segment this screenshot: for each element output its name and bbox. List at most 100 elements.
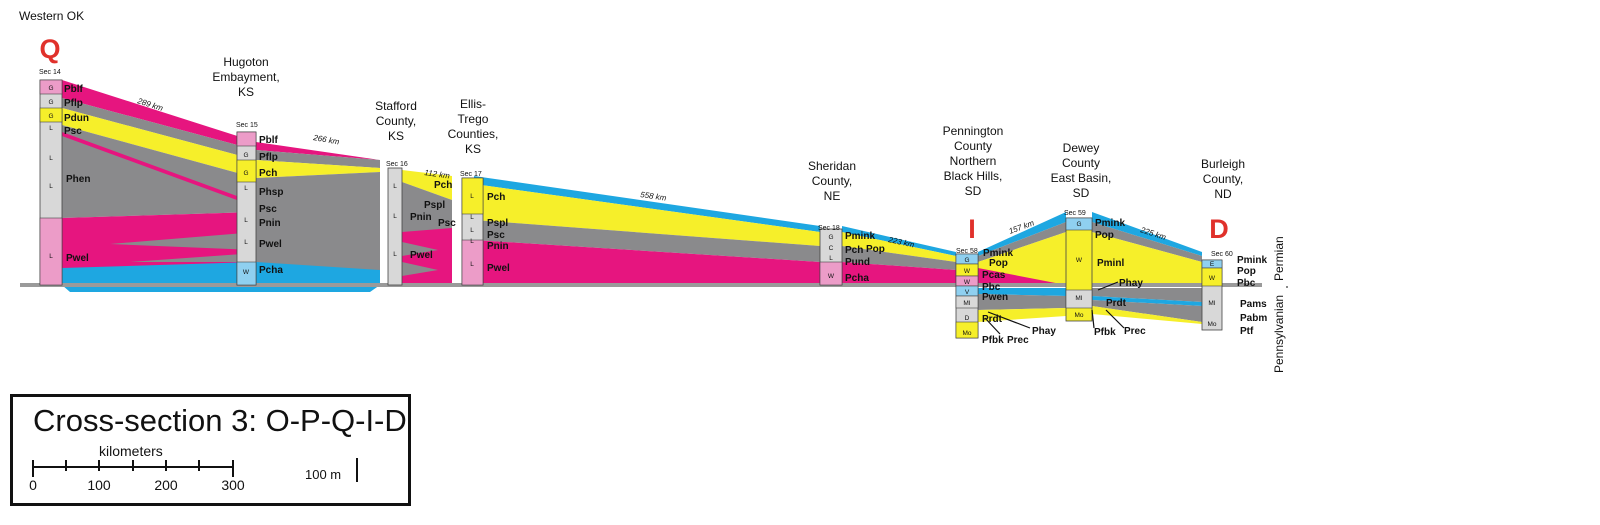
scale-tick-0: 0	[29, 477, 37, 493]
svg-text:Sec 60: Sec 60	[1211, 251, 1233, 258]
svg-text:Pmink: Pmink	[983, 248, 1013, 259]
svg-text:E: E	[1210, 261, 1215, 268]
svg-text:G: G	[48, 113, 53, 120]
svg-text:Pblf: Pblf	[259, 135, 279, 146]
vertical-scale-bar	[356, 458, 358, 482]
column-sec58: Sec 58 G W W V MI D Mo Pmink Pop Pcas Pb…	[955, 248, 1056, 346]
svg-text:L: L	[829, 255, 833, 262]
svg-text:Pwel: Pwel	[66, 253, 89, 264]
svg-text:SD: SD	[1073, 186, 1090, 200]
svg-text:L: L	[470, 261, 474, 268]
svg-text:Pdun: Pdun	[64, 113, 89, 124]
svg-text:Phen: Phen	[66, 174, 90, 185]
svg-text:Psc: Psc	[487, 230, 505, 241]
svg-text:Phay: Phay	[1032, 326, 1056, 337]
svg-text:County,: County,	[1203, 172, 1243, 186]
scale-caption: kilometers	[99, 443, 163, 459]
svg-text:Prdt: Prdt	[982, 314, 1003, 325]
point-q-label: Q	[39, 34, 60, 64]
svg-text:Pfbk: Pfbk	[1094, 327, 1116, 338]
svg-text:Pch: Pch	[845, 245, 863, 256]
datum-line	[20, 283, 1262, 287]
svg-text:Pch: Pch	[434, 180, 452, 191]
svg-text:Prec: Prec	[1007, 335, 1029, 346]
svg-text:G: G	[964, 257, 969, 264]
svg-text:Pch: Pch	[487, 192, 505, 203]
svg-text:County: County	[1062, 156, 1100, 170]
pennsylvanian-label: Pennsylvanian	[1272, 295, 1286, 373]
svg-text:Pcha: Pcha	[845, 273, 869, 284]
permian-label: Permian	[1272, 236, 1286, 281]
point-d-label: D	[1209, 214, 1229, 244]
svg-text:Psc: Psc	[438, 218, 456, 229]
svg-text:Pch: Pch	[259, 168, 277, 179]
svg-text:Pmink: Pmink	[1237, 255, 1267, 266]
svg-text:D: D	[965, 315, 970, 322]
scale-tick-100: 100	[87, 477, 111, 493]
column-sec15: Sec 15 G G L L L W Pblf Pflp Pch Phsp Ps…	[236, 122, 283, 286]
svg-text:Pmink: Pmink	[845, 231, 875, 242]
svg-text:Pflp: Pflp	[64, 98, 83, 109]
location-stafford: Stafford County, KS	[375, 99, 417, 143]
scale-tick-300: 300	[221, 477, 245, 493]
svg-text:Dewey: Dewey	[1063, 141, 1100, 155]
svg-text:Pfbk: Pfbk	[982, 335, 1004, 346]
svg-text:Black Hills,: Black Hills,	[944, 169, 1003, 183]
svg-text:G: G	[243, 152, 248, 159]
svg-text:Stafford: Stafford	[375, 99, 417, 113]
svg-text:Pwel: Pwel	[487, 263, 510, 274]
svg-text:Pnin: Pnin	[259, 218, 281, 229]
svg-text:L: L	[393, 183, 397, 190]
svg-text:Pnin: Pnin	[487, 241, 509, 252]
svg-text:Psc: Psc	[64, 126, 82, 137]
svg-text:Embayment,: Embayment,	[212, 70, 279, 84]
svg-text:Phay: Phay	[1119, 278, 1143, 289]
stratum-gray-wedge-1	[110, 232, 256, 250]
svg-text:Pcha: Pcha	[259, 265, 283, 276]
svg-text:Pspl: Pspl	[424, 200, 445, 211]
sec14-label: Sec 14	[39, 69, 61, 76]
unit-arrows	[984, 281, 1125, 335]
svg-text:Sheridan: Sheridan	[808, 159, 856, 173]
svg-text:L: L	[244, 185, 248, 192]
svg-text:Pwen: Pwen	[982, 292, 1008, 303]
svg-text:Hugoton: Hugoton	[223, 55, 268, 69]
svg-text:Ellis-: Ellis-	[460, 97, 486, 111]
svg-text:C: C	[829, 245, 834, 252]
svg-text:W: W	[243, 269, 250, 276]
svg-text:266 km: 266 km	[312, 133, 341, 147]
svg-text:Pams: Pams	[1240, 299, 1267, 310]
svg-text:Pnin: Pnin	[410, 212, 432, 223]
svg-text:G: G	[48, 99, 53, 106]
svg-text:MI: MI	[1075, 295, 1082, 302]
column-sec14: Sec 14 G G G L L L L Pblf Pflp Pdun Psc …	[39, 69, 90, 286]
stratum-blue-pcha	[62, 262, 256, 285]
stratum-magenta-upper	[62, 80, 256, 150]
svg-text:L: L	[49, 155, 53, 162]
svg-text:112 km: 112 km	[424, 168, 451, 181]
svg-text:Pminl: Pminl	[1097, 258, 1124, 269]
horizontal-scale-bar	[32, 460, 234, 477]
stratum-magenta-psc-line	[62, 132, 256, 207]
svg-text:L: L	[49, 253, 53, 260]
svg-text:MI: MI	[963, 300, 970, 307]
svg-text:Prdt: Prdt	[1106, 298, 1127, 309]
svg-text:L: L	[244, 239, 248, 246]
strata-layers	[62, 80, 1202, 324]
svg-text:G: G	[1076, 221, 1081, 228]
svg-text:Pbc: Pbc	[982, 282, 1001, 293]
location-dewey: Dewey County East Basin, SD	[1051, 141, 1112, 200]
svg-text:Sec 59: Sec 59	[1064, 210, 1086, 217]
location-ellis-trego: Ellis- Trego Counties, KS	[448, 97, 499, 156]
column-sec16: Sec 16 L L L Pnin Pspl Psc Pwel	[386, 161, 456, 286]
svg-text:L: L	[470, 227, 474, 234]
svg-text:Sec 58: Sec 58	[956, 248, 978, 255]
svg-text:KS: KS	[465, 142, 481, 156]
svg-text:Prec: Prec	[1124, 326, 1146, 337]
svg-text:Pblf: Pblf	[64, 84, 84, 95]
svg-text:L: L	[49, 183, 53, 190]
svg-text:Pop: Pop	[1095, 230, 1114, 241]
column-sec60: Sec 60 E W MI Mo Pmink Pop Pbc Pams Pabm…	[1201, 251, 1267, 337]
svg-text:L: L	[470, 214, 474, 221]
